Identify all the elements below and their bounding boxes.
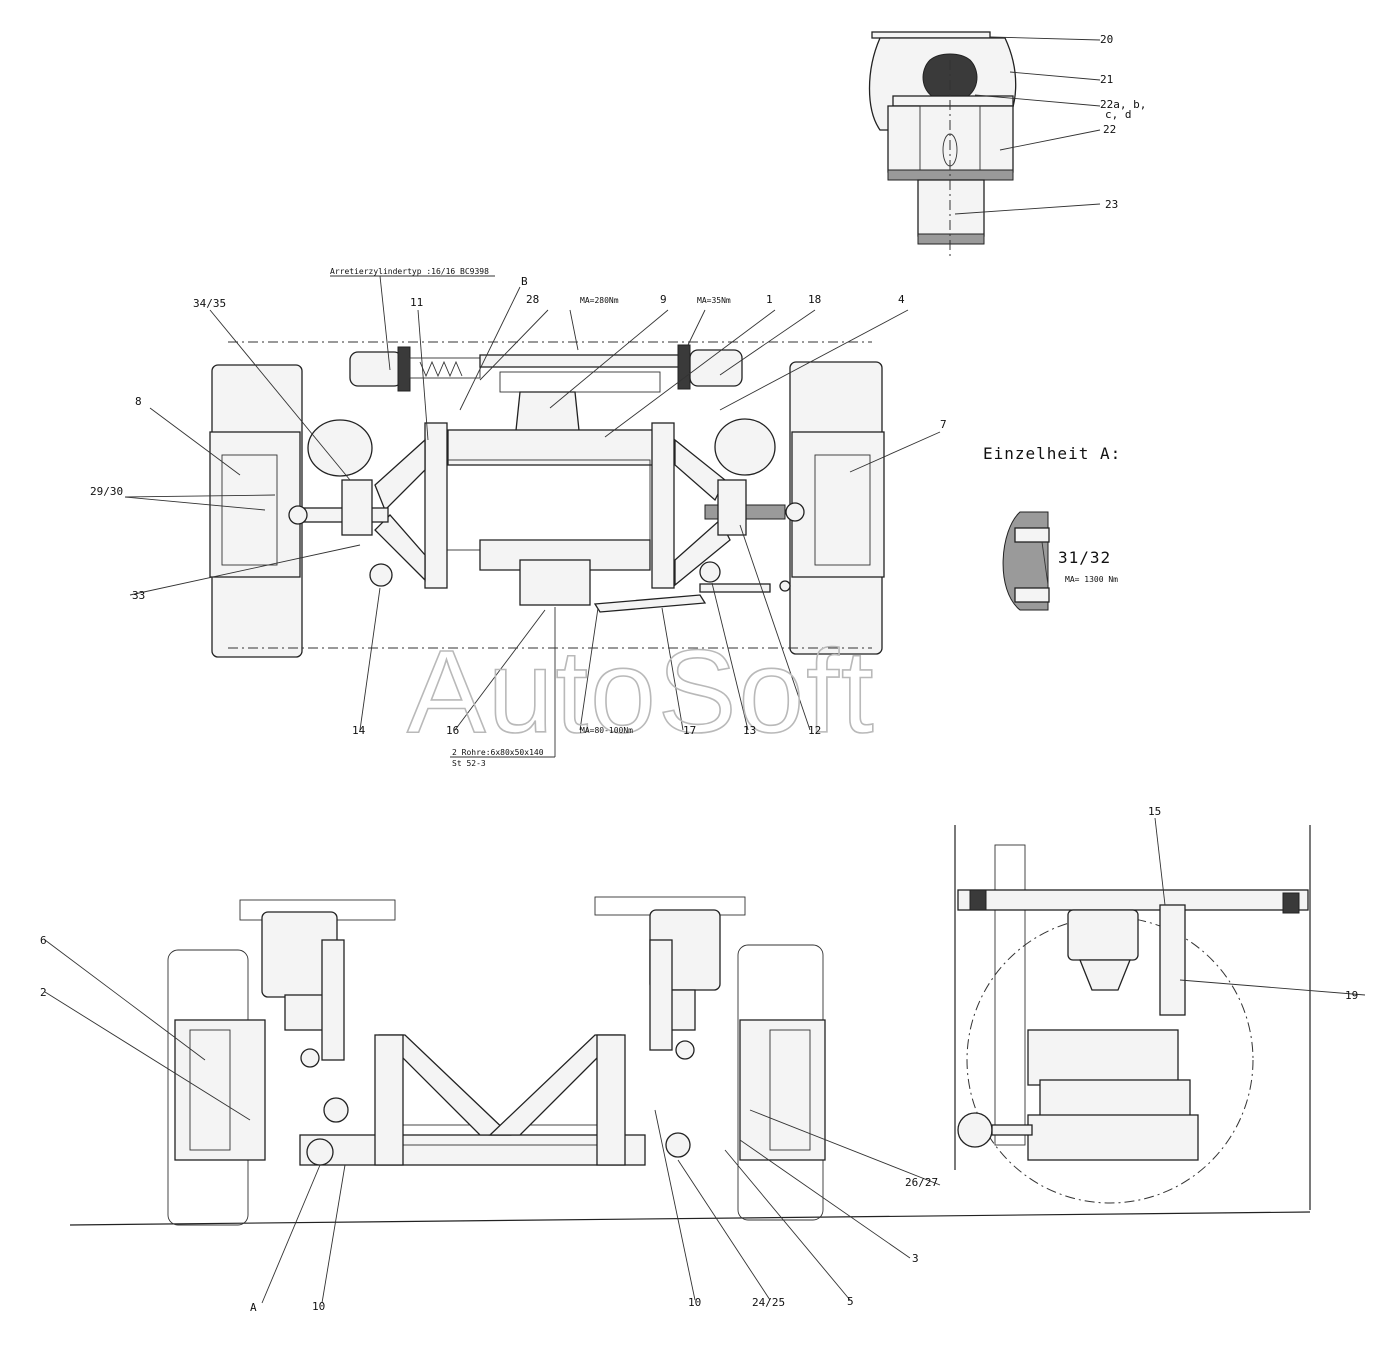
label-10-right: 10 [688, 1296, 701, 1309]
label-22abcd-line2: c, d [1105, 108, 1132, 121]
label-17: 17 [683, 724, 696, 737]
label-1: 1 [766, 293, 773, 306]
label-34-35: 34/35 [193, 297, 226, 310]
label-3: 3 [912, 1252, 919, 1265]
label-20: 20 [1100, 33, 1113, 46]
label-st52: St 52-3 [452, 759, 486, 768]
label-28: 28 [526, 293, 539, 306]
label-15: 15 [1148, 805, 1161, 818]
label-torque-280: MA=280Nm [580, 296, 619, 305]
label-24-25: 24/25 [752, 1296, 785, 1309]
label-33: 33 [132, 589, 145, 602]
label-4: 4 [898, 293, 905, 306]
label-B: B [521, 275, 528, 288]
detail-a-drawing [1002, 511, 1050, 611]
label-16: 16 [446, 724, 459, 737]
side-view-assembly [954, 817, 1366, 1210]
label-6: 6 [40, 934, 47, 947]
label-9: 9 [660, 293, 667, 306]
label-21: 21 [1100, 73, 1113, 86]
top-view-assembly [124, 275, 941, 758]
label-8: 8 [135, 395, 142, 408]
label-5: 5 [847, 1295, 854, 1308]
label-13: 13 [743, 724, 756, 737]
watermark-text: AutoSoft [407, 626, 876, 758]
part-labels: 20 21 22a, b, c, d 22 23 Arretierzylinde… [40, 33, 1358, 1314]
label-29-30: 29/30 [90, 485, 123, 498]
label-12: 12 [808, 724, 821, 737]
label-19: 19 [1345, 989, 1358, 1002]
label-2: 2 [40, 986, 47, 999]
label-26-27: 26/27 [905, 1176, 938, 1189]
front-view-assembly [44, 896, 1311, 1304]
label-7: 7 [940, 418, 947, 431]
label-torque-35: MA=35Nm [697, 296, 731, 305]
air-spring-detail [868, 31, 1101, 260]
label-14: 14 [352, 724, 366, 737]
label-rohre: 2 Rohre:6x80x50x140 [452, 748, 544, 757]
label-10-left: 10 [312, 1300, 325, 1313]
label-18: 18 [808, 293, 821, 306]
label-arretier: Arretierzylindertyp :16/16 BC9398 [330, 267, 489, 276]
label-torque-80-100: MA=80-100Nm [580, 726, 633, 735]
label-11: 11 [410, 296, 423, 309]
label-22abcd-line1: 22a, b, [1100, 98, 1146, 111]
label-22: 22 [1103, 123, 1116, 136]
label-einzelheit-a: Einzelheit A: [983, 444, 1121, 463]
label-A: A [250, 1301, 257, 1314]
label-23: 23 [1105, 198, 1118, 211]
label-31-32: 31/32 [1058, 548, 1111, 567]
label-torque-1300: MA= 1300 Nm [1065, 575, 1118, 584]
